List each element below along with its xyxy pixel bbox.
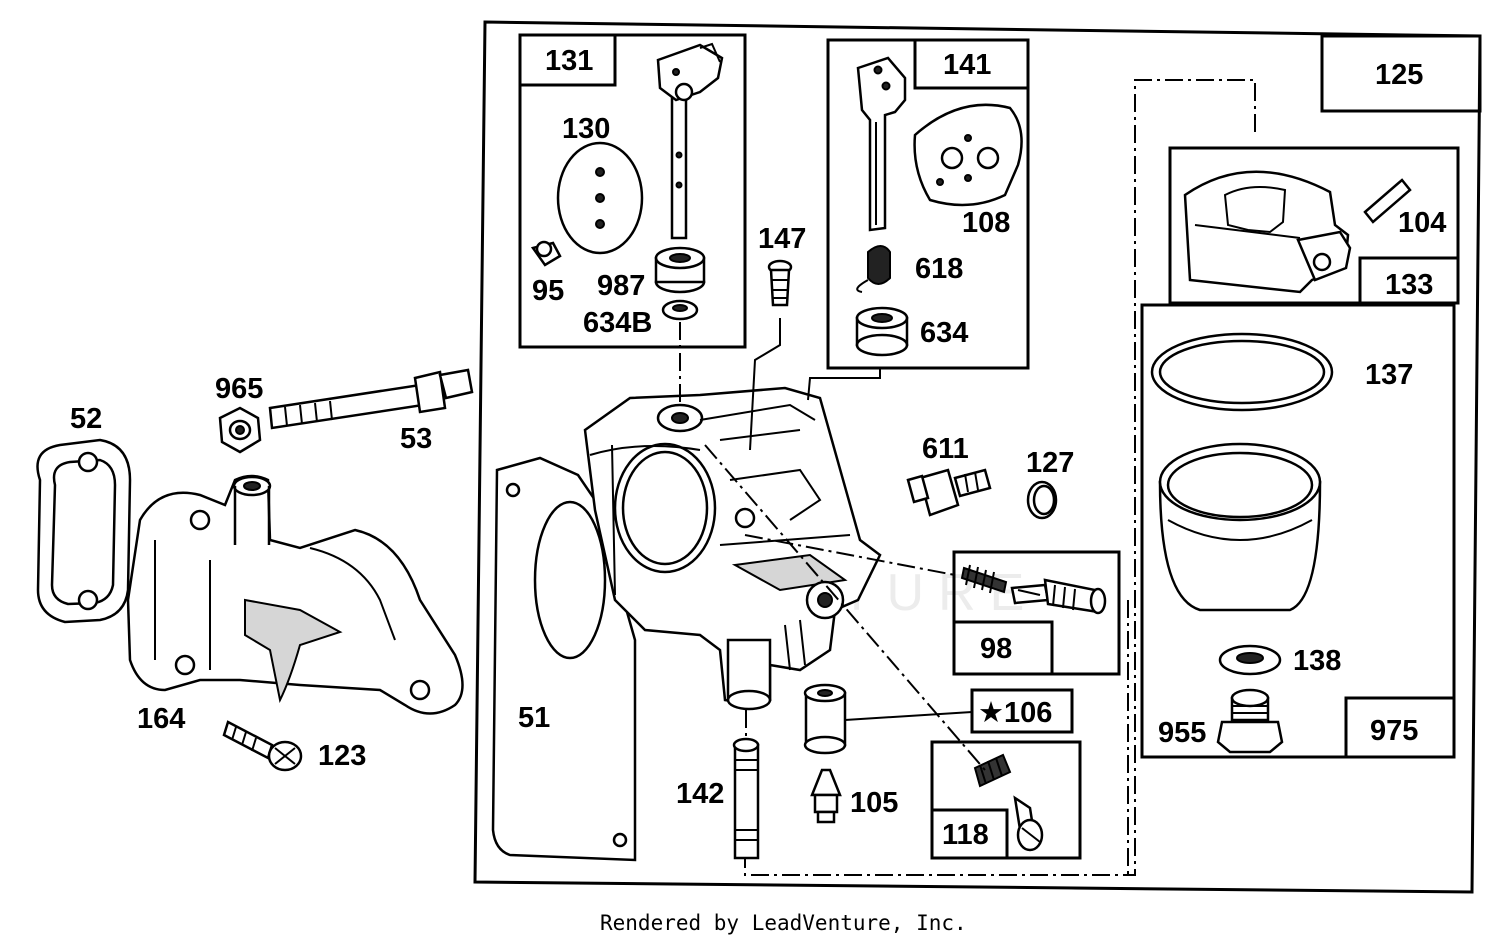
label-105: 105 [850, 787, 898, 819]
screw-95 [530, 240, 562, 267]
label-955: 955 [1158, 717, 1206, 749]
seal-634 [855, 306, 909, 357]
box-975: 975 137 138 955 [1140, 303, 1456, 759]
box-133: 133 104 [1168, 146, 1460, 305]
box-106: ★106 [970, 688, 1074, 734]
float-bowl [1158, 442, 1322, 612]
label-130: 130 [562, 113, 610, 145]
gasket-137 [1150, 332, 1334, 412]
choke-shaft [856, 56, 907, 232]
label-127: 127 [1026, 447, 1074, 479]
label-123: 123 [318, 740, 366, 772]
label-634b: 634B [583, 307, 652, 339]
label-987: 987 [597, 270, 645, 302]
label-138: 138 [1293, 645, 1341, 677]
label-142: 142 [676, 778, 724, 810]
box-141: 141 108 618 634 [826, 38, 1030, 370]
bowl-nut-955 [1216, 688, 1284, 754]
gasket-51 [491, 456, 637, 862]
washer-138 [1218, 644, 1282, 676]
box-98: 98 [952, 550, 1121, 676]
throttle-shaft [670, 96, 688, 240]
label-131: 131 [545, 45, 593, 77]
label-147: 147 [758, 223, 806, 255]
nut-965 [218, 406, 262, 454]
fitting-611 [906, 468, 992, 517]
label-141: 141 [943, 49, 991, 81]
label-965: 965 [215, 373, 263, 405]
label-104: 104 [1398, 207, 1446, 239]
inlet-needle-105 [810, 768, 842, 824]
label-133: 133 [1385, 269, 1433, 301]
label-634: 634 [920, 317, 968, 349]
stud-53 [268, 368, 474, 430]
pin-104 [1363, 178, 1412, 224]
seat-106 [803, 683, 847, 755]
intake-elbow-164 [126, 474, 464, 715]
bushing-987 [654, 246, 706, 294]
label-164: 164 [137, 703, 185, 735]
label-52: 52 [70, 403, 102, 435]
label-118: 118 [942, 819, 989, 851]
main-assembly-frame [473, 20, 1482, 894]
box-118: 118 [930, 740, 1082, 860]
seal-634b [661, 299, 699, 321]
label-975: 975 [1370, 715, 1418, 747]
label-51: 51 [518, 702, 550, 734]
label-95: 95 [532, 275, 564, 307]
label-53: 53 [400, 423, 432, 455]
label-108: 108 [962, 207, 1010, 239]
box-125: 125 [1320, 34, 1482, 113]
bowl-connector-line [744, 79, 1256, 876]
screw-123 [222, 720, 303, 772]
plug-127 [1026, 480, 1058, 520]
label-137: 137 [1365, 359, 1413, 391]
box-131: 131 130 95 987 634B [518, 33, 747, 349]
choke-plate-108 [913, 103, 1023, 207]
screw-147 [767, 259, 793, 325]
label-98: 98 [980, 633, 1012, 665]
footer-credit: Rendered by LeadVenture, Inc. [600, 911, 967, 935]
gasket-52 [36, 438, 132, 624]
spring-618 [856, 245, 891, 293]
label-618: 618 [915, 253, 963, 285]
label-125: 125 [1375, 59, 1423, 91]
label-106: ★106 [978, 697, 1052, 729]
carburetor-body [583, 386, 882, 711]
label-611: 611 [922, 433, 969, 465]
emulsion-tube-142 [732, 737, 760, 860]
leader-106 [844, 711, 973, 721]
